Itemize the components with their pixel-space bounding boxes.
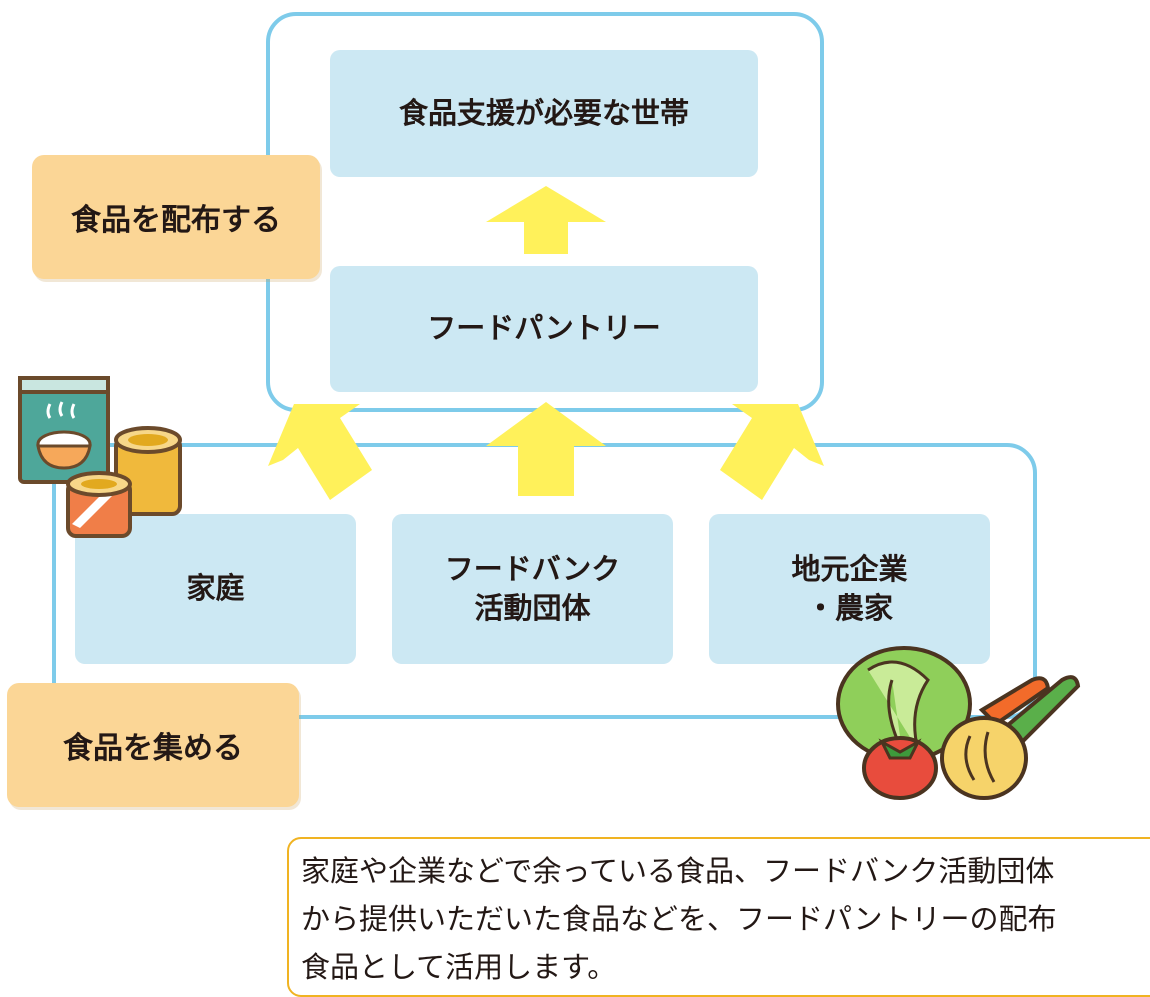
food-cans-icon xyxy=(18,376,182,538)
food-pantry-box: フードパントリー xyxy=(330,266,758,392)
source-box-business-farm: 地元企業 ・農家 xyxy=(709,514,990,664)
note-line: 家庭や企業などで余っている食品、フードバンク活動団体 xyxy=(301,854,1055,888)
source-box-foodbank: フードバンク 活動団体 xyxy=(392,514,673,664)
description-note: 家庭や企業などで余っている食品、フードバンク活動団体 から提供いただいた食品など… xyxy=(287,837,1150,997)
note-line: 食品として活用します。 xyxy=(301,950,617,984)
recipient-box: 食品支援が必要な世帯 xyxy=(330,50,758,177)
collect-label: 食品を集める xyxy=(7,683,299,807)
note-line: から提供いただいた食品などを、フードパントリーの配布 xyxy=(301,902,1057,936)
vegetables-icon xyxy=(836,646,1081,800)
source-box-household: 家庭 xyxy=(75,514,356,664)
distribute-label: 食品を配布する xyxy=(32,155,320,279)
